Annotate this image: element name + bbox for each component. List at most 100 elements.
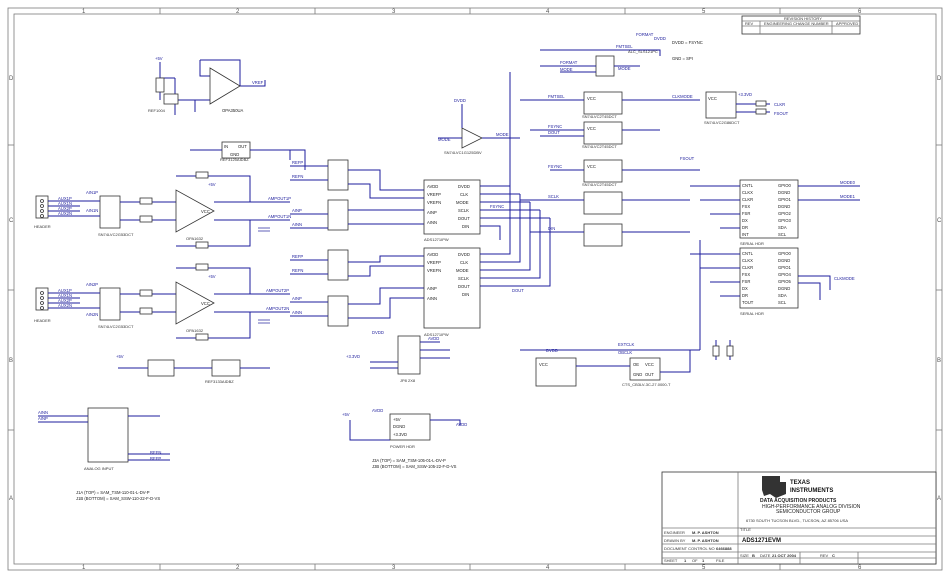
j6-header-body — [739, 247, 799, 309]
switch-ain2 — [327, 295, 349, 327]
u6-avdd-pin: AVDD — [427, 252, 438, 257]
u7-mode-pin: MODE — [456, 200, 469, 205]
date-label: DATE — [760, 553, 771, 558]
aux1n-label-b: AUX1N — [58, 293, 72, 298]
j5-gpio0: GPIO0 — [778, 183, 791, 188]
jumper-block: JP8 2X8 DVDD AVDD +3.3VD — [346, 330, 450, 383]
u6-clk-pin: CLK — [460, 260, 468, 265]
j7-format-switch — [595, 55, 615, 77]
avdd-label-pwr: AVDD — [372, 408, 383, 413]
zone-labels: 1 2 3 4 5 6 1 2 3 4 5 6 D C B A D C B A — [9, 9, 942, 571]
r-clkr — [755, 100, 767, 107]
u12a-vcc: VCC — [587, 164, 596, 169]
r-fb-1a — [195, 171, 209, 179]
modeo-label: MODE0 — [840, 180, 856, 185]
j6-tout: TOUT — [742, 300, 754, 305]
u5-buffer-symbol — [461, 127, 483, 149]
company-name-line2: INSTRUMENTS — [790, 488, 833, 494]
zone-top-3: 3 — [392, 9, 396, 15]
clkmode-label-u8: CLKMODE — [672, 94, 693, 99]
plus5v-label-u3: +5V — [208, 182, 216, 187]
j6-sda: SDA — [778, 293, 787, 298]
u14-oe: OE — [633, 362, 639, 367]
switch-ain1 — [327, 199, 349, 231]
zone-bottom-1: 1 — [82, 565, 86, 571]
j6-dgnd-1: DGND — [778, 258, 790, 263]
size-label: SIZE — [740, 553, 749, 558]
rev-label: REV — [820, 553, 829, 558]
u2-gnd-pin: GND — [230, 152, 239, 157]
refn-label-j3: REFN — [150, 450, 161, 455]
power-header: +5V DGND +3.3VD POWER HDR +5V AVDD AVDD … — [342, 408, 467, 469]
zone-bottom-6: 6 — [858, 565, 862, 571]
jp8-part-name: JP8 2X8 — [400, 378, 416, 383]
ampout2p-label: AMPOUT2P — [266, 288, 289, 293]
adc-u6: AVDD VREFP VREFN AINP AINN DVDD CLK MODE… — [423, 186, 551, 337]
aux1p-label-a: AUX1P — [58, 196, 72, 201]
zone-bottom-3: 3 — [392, 565, 396, 571]
dout-net-label: DOUT — [548, 130, 560, 135]
zone-side-a: A — [9, 496, 13, 502]
u7-ainn-pin: AINN — [427, 220, 437, 225]
plus5v-label-pwr: +5V — [342, 412, 350, 417]
u5-part-name: SN74LVC1G125DBV — [444, 150, 482, 155]
j6-scl: SCL — [778, 300, 787, 305]
p33v-label-jp: +3.3VD — [346, 354, 360, 359]
u7-dvdd-pin: DVDD — [458, 184, 470, 189]
u7-avdd-pin: AVDD — [427, 184, 438, 189]
obclk-label: OBCLK — [618, 350, 632, 355]
vref-net-label: VREF — [252, 80, 264, 85]
j5-sda: SDA — [778, 225, 787, 230]
drawing-title: ADS1271EVM — [742, 538, 781, 544]
u14-part-name: CTS_CB3LV-3C-27.0000-T — [622, 382, 671, 387]
u2-reference-section: IN OUT GND REF3125AIDBZ — [190, 141, 306, 170]
u8-clock-logic: VCC SN74LVC2G86DCT CLKMODE CLKR FSOUT FS… — [672, 91, 789, 161]
u6-sclk-pin: SCLK — [458, 276, 469, 281]
j5-dgnd-2: DGND — [778, 204, 790, 209]
mode-label-fmt: MODE — [618, 66, 631, 71]
j6-part-name: SERIAL HDR — [740, 311, 764, 316]
s1-switch-ch1 — [99, 195, 121, 229]
switch-ref2 — [327, 249, 349, 281]
u12a-translator — [583, 159, 623, 183]
j6-gpio4: GPIO4 — [778, 272, 791, 277]
j6-clkr: CLKR — [742, 265, 753, 270]
j1-name: HEADER — [34, 224, 51, 229]
j5-clkx: CLKX — [742, 190, 753, 195]
company-address: 6730 SOUTH TUCSON BLVD., TUCSON, AZ 8570… — [746, 518, 848, 523]
avdd-label-pwr-2: AVDD — [456, 422, 467, 427]
u6-dout-pin: DOUT — [458, 284, 470, 289]
ain1p-label: AIN1P — [86, 190, 98, 195]
u7-vrefn-pin: VREFN — [427, 200, 441, 205]
zone-top-1: 1 — [82, 9, 86, 15]
sheet-frame — [7, 7, 943, 571]
aux2p-label-b: AUX2P — [58, 298, 72, 303]
s1-part-ch1: SN74LVC2G53DCT — [98, 232, 134, 237]
analog-input-connector: ANALOG INPUT AINN AINP REFN REFP J1A (TO… — [38, 407, 170, 501]
zone-side-c: C — [9, 218, 14, 224]
u12c-vcc: VCC — [539, 362, 548, 367]
revision-history-title: REVISION HISTORY — [784, 16, 822, 21]
of-value: 1 — [702, 558, 705, 563]
u10-translator — [583, 91, 623, 115]
j5-header-body — [739, 179, 799, 239]
u14-oscillator — [629, 357, 661, 381]
j6-gpio1: GPIO1 — [778, 265, 791, 270]
u6-vrefn-pin: VREFN — [427, 268, 441, 273]
engineer-value: M. P. ASHTON — [692, 530, 719, 535]
dvdd-label-osc: DVDD — [546, 348, 558, 353]
drawn-by-value: M. P. ASHTON — [692, 538, 719, 543]
u13-ref3133 — [211, 359, 241, 377]
sclk-net-label: SCLK — [548, 194, 559, 199]
jp8-jumper — [397, 335, 421, 375]
ain2n-label: AIN2N — [86, 312, 98, 317]
j6-cntl: CNTL — [742, 251, 754, 256]
fsync-net-label-2: FSYNC — [548, 164, 562, 169]
u7-ainp-pin: AINP — [427, 210, 437, 215]
j6-dx: DX — [742, 286, 748, 291]
u7-dout-pin: DOUT — [458, 216, 470, 221]
j2-name: HEADER — [34, 318, 51, 323]
u10-vcc: VCC — [587, 96, 596, 101]
plus5v-label-ref: +5V — [155, 56, 163, 61]
